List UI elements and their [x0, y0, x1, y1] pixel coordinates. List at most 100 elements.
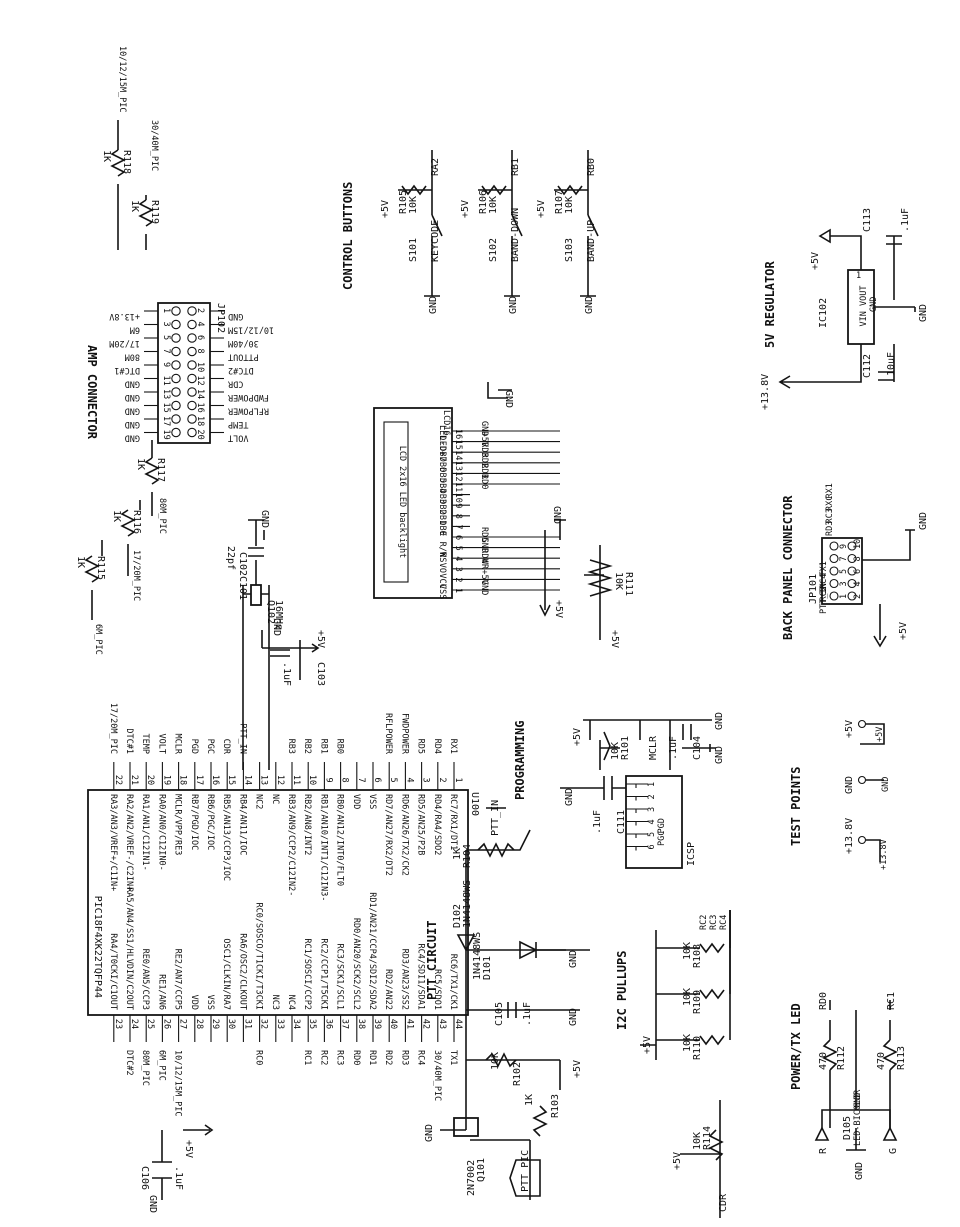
amp-pin-net: GND: [228, 311, 243, 321]
c103-gnd: GND: [271, 618, 282, 636]
mcu-ref: U100: [469, 792, 480, 816]
mcu-pin-net: TX1: [448, 1050, 458, 1065]
mcu-pin-num: 32: [259, 1019, 269, 1029]
amp-pin: [171, 400, 181, 411]
mcu-pin-net: DTC#2: [124, 1050, 134, 1076]
cdr-ref: R114: [702, 1126, 713, 1150]
amp-pin: [171, 333, 181, 343]
mcu-pin-name: RA3/AN3/VREF+/C1IN+: [108, 794, 118, 891]
button-label: BAND-UP: [586, 220, 597, 262]
mcu-pin-num: 25: [145, 1019, 155, 1029]
lcd-gnd-top-label: GND: [503, 390, 514, 408]
pot-r111: [584, 545, 613, 640]
c103-val: .1uF: [281, 662, 292, 686]
crystal-freq: 16MHz: [273, 600, 284, 630]
cdr-net: CDR: [718, 1193, 729, 1212]
mcu-pin-num: 12: [275, 775, 285, 785]
button-switch-ref: S101: [408, 238, 419, 262]
led-diodes: [814, 1126, 898, 1141]
prog-c2-ref: C111: [616, 810, 627, 834]
bp-pin: [829, 566, 839, 576]
mcu-pin-net: 10/12/15M_PIC: [173, 1050, 183, 1117]
regulator-pin-in: VIN: [859, 311, 869, 326]
c113-val: .1uF: [900, 208, 911, 232]
amp-res-zigzag: [84, 555, 100, 583]
button-switch: [587, 214, 599, 245]
led-pin-r: R: [818, 1147, 829, 1154]
icsp-pin-net: PGC: [657, 831, 667, 846]
i2c-val: 10K: [682, 988, 693, 1006]
button-gnd: GND: [508, 296, 519, 314]
ptt-r104: [477, 842, 515, 858]
mcu-pin-name: NC3: [270, 995, 280, 1010]
mcu-pin-num: 37: [340, 1019, 350, 1029]
amp-pin-net: RFLPOWER: [227, 406, 269, 416]
amp-pin-num: 20: [195, 430, 205, 440]
mcu-pin-num: 6: [372, 777, 382, 782]
lcd-pin-num: 9: [453, 503, 463, 508]
ptt-r103-val: 1K: [524, 1094, 535, 1106]
regulator-title: 5V REGULATOR: [763, 261, 777, 348]
lcd-title: LCD 2x16 LED backlight: [397, 446, 407, 559]
ptt-in-net: PTT_IN: [490, 800, 501, 836]
programming-title: PROGRAMMING: [513, 721, 527, 800]
mcu-pin-num: 39: [372, 1019, 382, 1029]
mcu-u100: 1RC7/RX1/DT1RX12RD4/RA4/SDO2RD43RD5/AN25…: [87, 703, 480, 1117]
bp-pin-net: RX1: [825, 483, 835, 498]
button-pullup: [478, 184, 512, 196]
amp-pin: [171, 414, 181, 424]
mcu-pin-name: RE1/AN6: [156, 974, 166, 1010]
lcd-pin-num: 6: [453, 535, 463, 540]
button-res: R106: [478, 190, 489, 214]
i2c-ref: R109: [692, 990, 703, 1014]
lcd-pin-name: DB3: [437, 489, 447, 504]
back-panel-rail-wire: [873, 604, 887, 648]
mcu-pin-num: 43: [437, 1019, 447, 1029]
prog-c2-val: .1uF: [592, 810, 603, 834]
bp-pin: [829, 553, 839, 564]
mcu-pin-net: RC3: [335, 1050, 345, 1065]
amp-res-val: 1K: [75, 556, 86, 568]
prog-gnd: GND: [714, 712, 725, 730]
test-point-label: +5V: [844, 720, 855, 738]
ptt-c105-ref: C105: [494, 1002, 505, 1026]
amp-pin-net: CDR: [227, 379, 243, 389]
led-gnd: GND: [854, 1162, 865, 1180]
mcu-pin-num: 8: [340, 777, 350, 782]
icsp-pin-num: 2: [647, 794, 657, 799]
button-rail: +5V: [536, 200, 547, 218]
regulator-out-net: +5V: [810, 252, 821, 270]
i2c-val: 10K: [682, 942, 693, 960]
lcd-pin-name: VCC: [437, 573, 447, 588]
mcu-pin-num: 38: [356, 1019, 366, 1029]
mcu-pin-name: NC: [270, 794, 280, 804]
amp-pin: [187, 319, 197, 330]
mcu-pin-net: PGC: [205, 739, 215, 754]
ptt-r102-val: 10K: [490, 1052, 501, 1070]
amp-pin: [187, 346, 197, 357]
mcu-pin-num: 5: [388, 777, 398, 782]
amp-res-wire: [91, 540, 103, 620]
amp-pin-num: 15: [161, 403, 171, 413]
amp-pin: [171, 346, 181, 357]
i2c-ref: R108: [692, 944, 703, 968]
bp-pin-num: 1: [839, 594, 849, 599]
amp-pin-net: GND: [125, 406, 140, 416]
bp-pin: [847, 553, 857, 564]
lcd-rail-wire: [539, 530, 551, 617]
button-net: RA2: [430, 158, 441, 176]
icsp-ref: ICSP: [686, 842, 697, 866]
mcu-pin-net: DTC#1: [124, 728, 134, 754]
i2c-net: RC4: [719, 915, 729, 930]
button-rail: +5V: [380, 200, 391, 218]
mcu-part: PIC18F4XK22TQFP44: [92, 896, 103, 998]
mcu-pin-num: 23: [113, 1019, 123, 1029]
mcu-pin-name: RC2/CCP1/T5CKI: [318, 938, 328, 1010]
crystal-wires: [242, 530, 270, 770]
lcd-pin-net: RD4: [479, 548, 489, 563]
amp-pin: [171, 373, 181, 384]
mcu-pin-name: RD5/AN25/P2B: [416, 794, 426, 855]
